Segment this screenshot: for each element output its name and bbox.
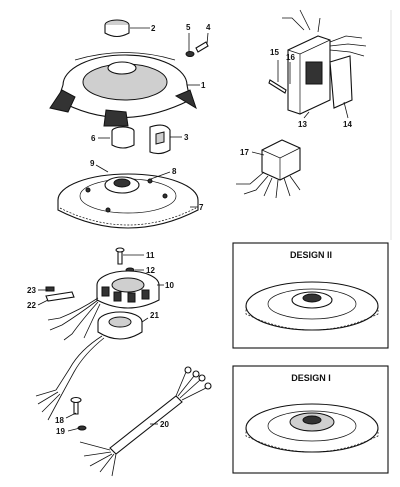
callout-12: 12 [146,266,155,275]
harness-screw [70,396,87,431]
cap [104,19,130,38]
callout-6: 6 [91,134,96,143]
stator-wires [47,297,101,341]
design-ii-title: DESIGN II [290,250,332,260]
callout-8: 8 [172,167,177,176]
design-i-inset: DESIGN I [232,365,389,474]
callout-7: 7 [199,203,204,212]
design-i-title: DESIGN I [291,373,331,383]
callout-13: 13 [298,120,307,129]
switch-box [236,139,301,199]
callout-1: 1 [201,81,206,90]
flywheel [57,173,199,229]
stator-screw [115,247,135,273]
callout-11: 11 [146,251,155,260]
leader-lines [37,27,349,432]
callout-16: 16 [286,53,295,62]
stator [96,270,160,309]
callout-14: 14 [343,120,352,129]
callout-18: 18 [55,416,64,425]
callout-21: 21 [150,311,159,320]
callout-17: 17 [240,148,249,157]
rectifier-assembly [268,9,367,115]
callout-23: 23 [27,286,36,295]
retaining-clip [45,286,75,302]
trigger-harness [35,335,105,421]
callout-5: 5 [186,23,191,32]
callout-4: 4 [206,23,211,32]
callout-2: 2 [151,24,156,33]
callout-10: 10 [165,281,174,290]
callout-20: 20 [160,420,169,429]
callout-9: 9 [90,159,95,168]
callouts: 1 2 3 4 5 6 7 8 9 10 11 12 13 14 15 16 1… [27,23,352,436]
flywheel-cover [49,52,197,127]
bushing [111,126,135,149]
design-ii-inset: DESIGN II [232,242,389,349]
trigger [97,311,143,340]
callout-3: 3 [184,133,189,142]
spacer-plate [149,124,171,155]
wiring-harness [79,366,212,477]
callout-19: 19 [56,427,65,436]
callout-15: 15 [270,48,279,57]
screw-and-washer [185,41,209,57]
callout-22: 22 [27,301,36,310]
